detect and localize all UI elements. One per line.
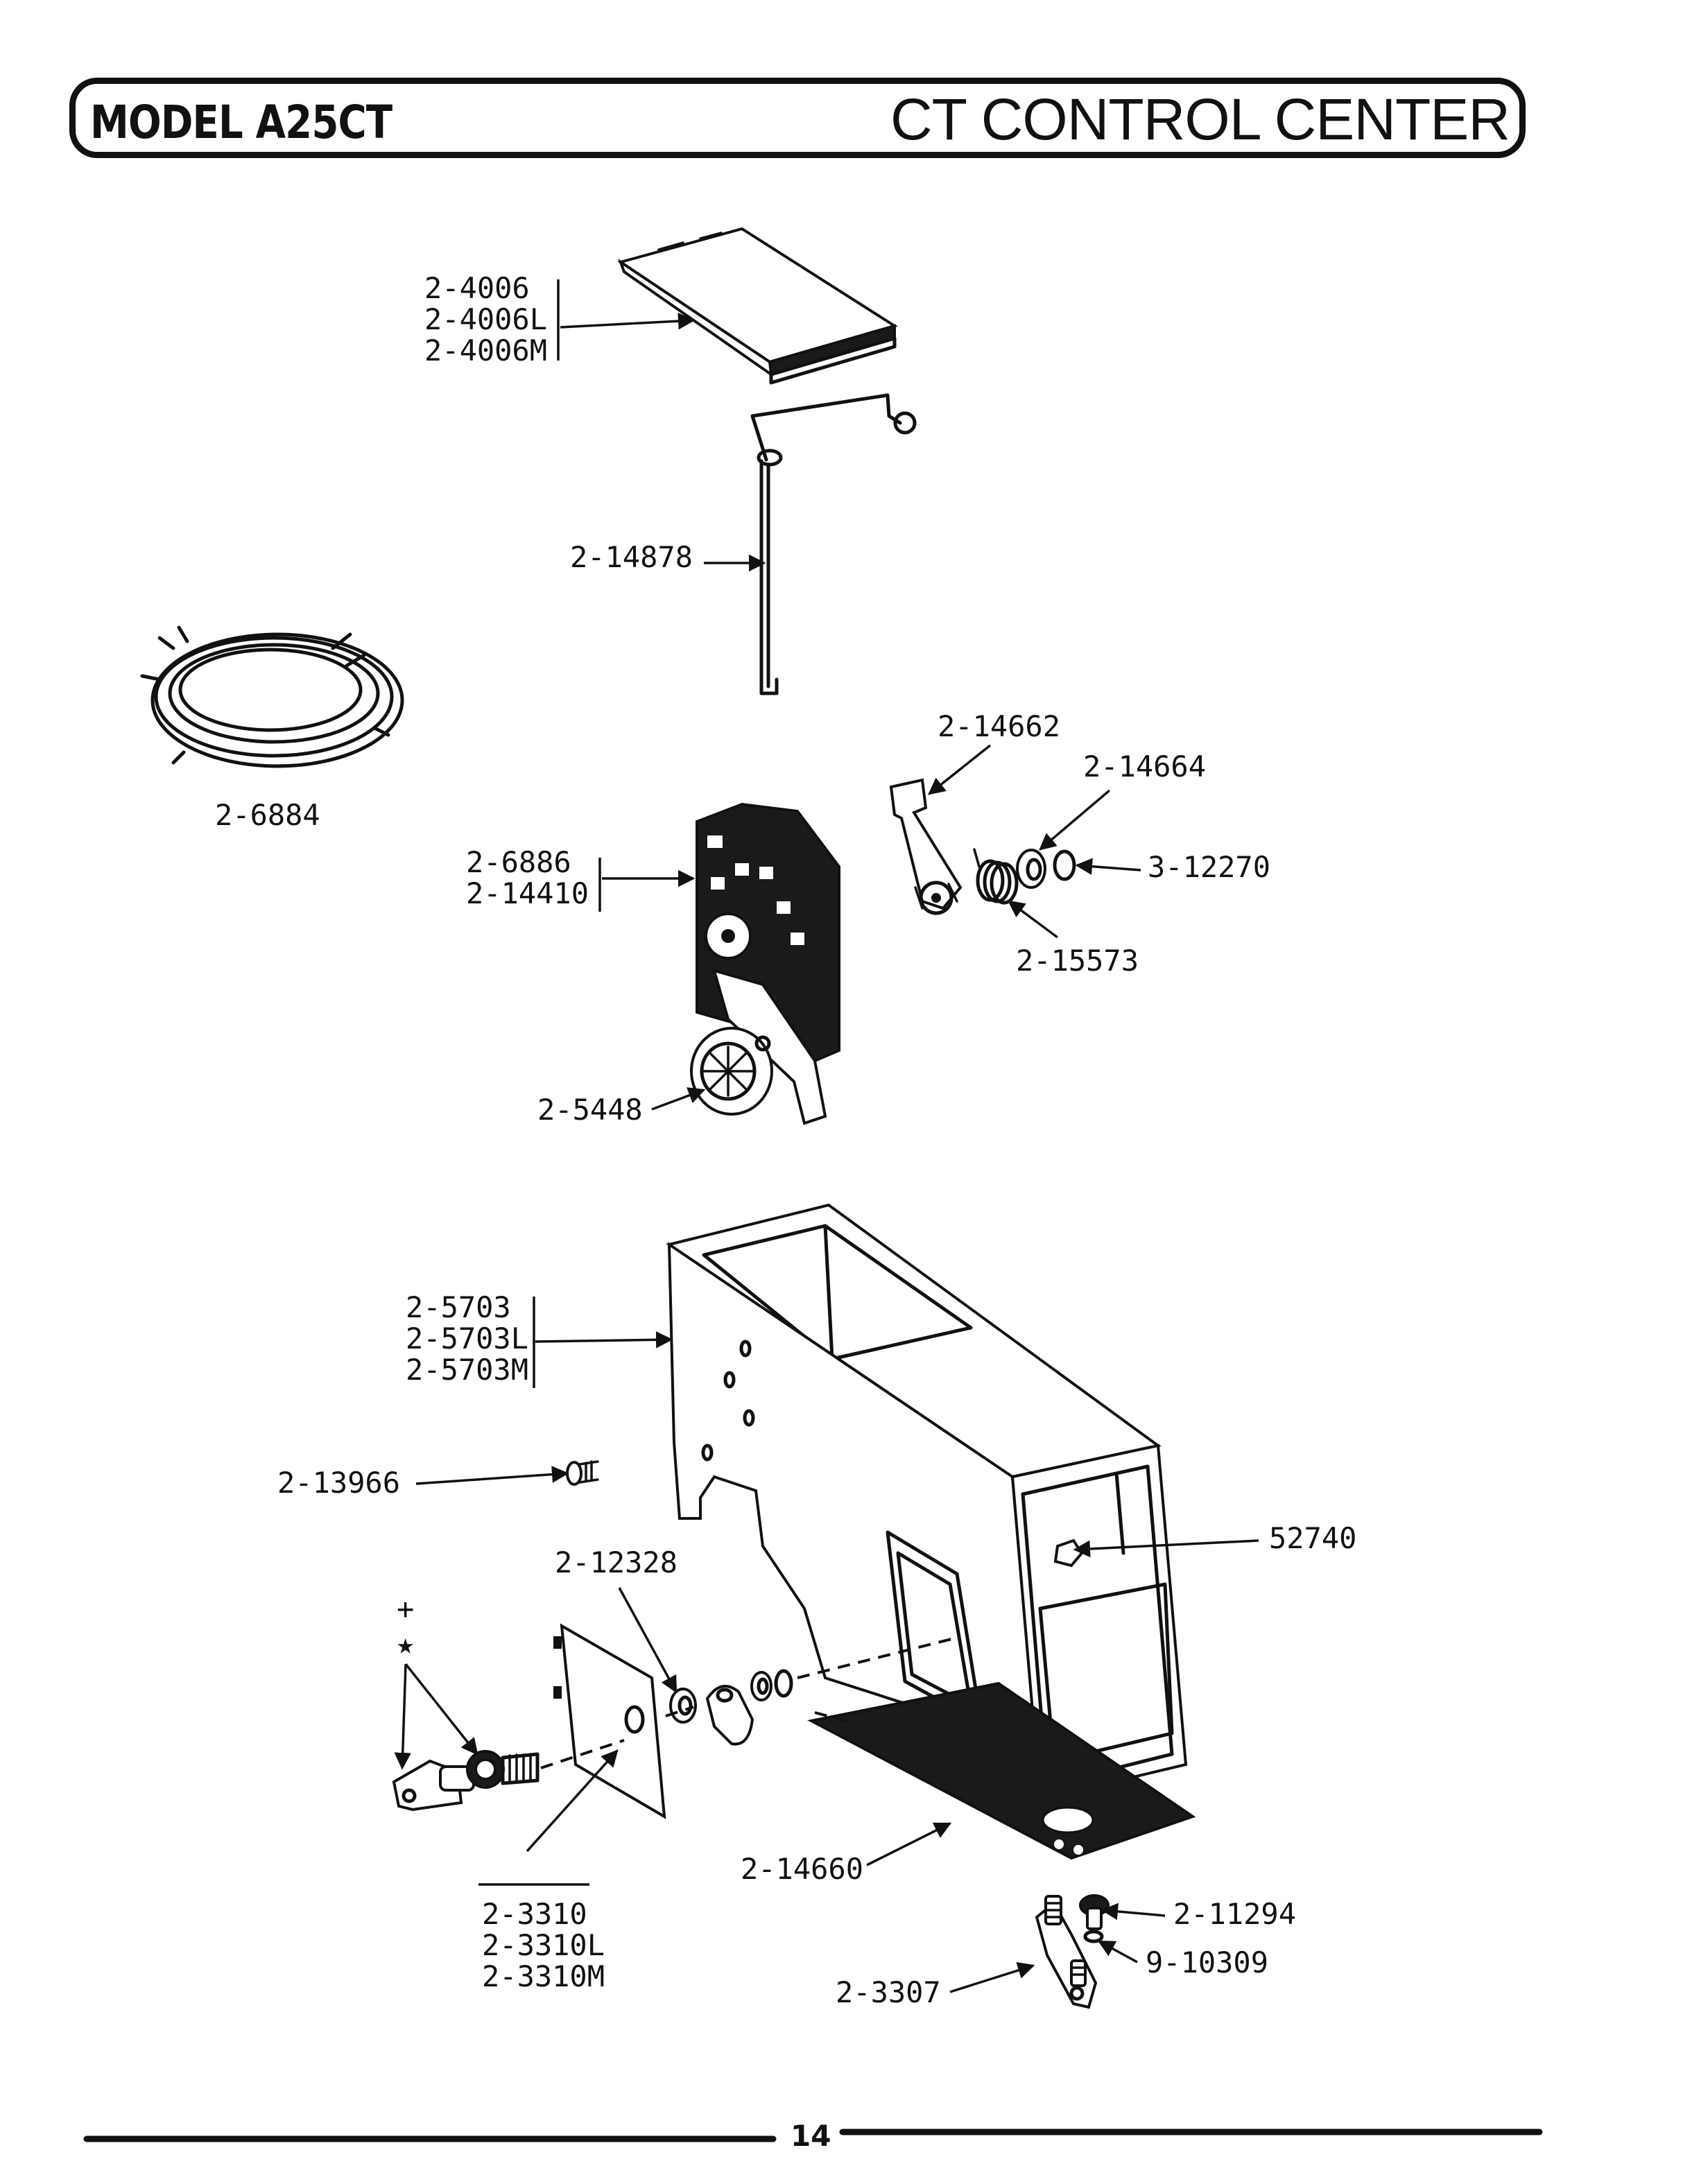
- label-timer-motor: 2-5448: [537, 1093, 643, 1127]
- label-housing-screw: 2-13966: [277, 1466, 400, 1500]
- rod-drawing: [750, 393, 917, 695]
- footer: 14: [83, 2119, 1543, 2153]
- section-title: CT CONTROL CENTER: [890, 87, 1510, 152]
- label-clip: 3-12270: [1148, 850, 1270, 884]
- clip-drawing: [1053, 849, 1076, 881]
- label-escutcheon-1: 2-3310: [482, 1897, 587, 1931]
- timer-drawing: [690, 802, 840, 1125]
- label-lever: 2-14662: [938, 709, 1060, 743]
- spring-drawing: [973, 848, 1019, 905]
- label-escutcheon-3: 2-3310M: [482, 1959, 605, 1993]
- label-mark-star: ★: [397, 1627, 414, 1661]
- label-lockwasher: 9-10309: [1146, 1945, 1268, 1979]
- label-spring: 2-15573: [1016, 944, 1139, 978]
- part-labels: 2-4006 2-4006L 2-4006M 2-14878 2-6884 2-…: [215, 271, 1356, 2009]
- page-number: 14: [791, 2119, 831, 2153]
- label-timer-2: 2-14410: [466, 876, 589, 910]
- label-bushing: 2-12328: [555, 1545, 677, 1579]
- housing-screw-drawing: [566, 1460, 599, 1486]
- label-cover-panel-2: 2-4006L: [424, 302, 547, 336]
- bracket-drawing: [1035, 1894, 1110, 2009]
- label-nut: 52740: [1269, 1521, 1356, 1555]
- cover-panel-drawing: [617, 227, 898, 385]
- label-gasket: 2-14660: [741, 1852, 863, 1886]
- label-washer: 2-14664: [1083, 749, 1206, 783]
- label-housing-1: 2-5703: [406, 1290, 511, 1324]
- label-cover-panel-3: 2-4006M: [424, 333, 547, 367]
- label-cover-panel-1: 2-4006: [424, 271, 530, 305]
- label-housing-3: 2-5703M: [406, 1353, 528, 1387]
- label-bracket: 2-3307: [836, 1975, 941, 2009]
- model-title: MODEL A25CT: [90, 96, 392, 149]
- label-timer-1: 2-6886: [466, 845, 571, 879]
- escutcheon-drawing: [553, 1623, 666, 1819]
- label-rod: 2-14878: [570, 540, 693, 574]
- lever-drawing: [889, 778, 963, 915]
- wire-harness-drawing: [140, 625, 404, 768]
- washer-drawing: [1016, 849, 1046, 889]
- switch-parts-drawing: [392, 1750, 540, 1812]
- header-frame: [69, 78, 1526, 158]
- label-mark-plus: +: [397, 1592, 414, 1626]
- label-wire-harness: 2-6884: [215, 798, 320, 832]
- label-escutcheon-2: 2-3310L: [482, 1928, 605, 1962]
- label-housing-2: 2-5703L: [406, 1321, 528, 1355]
- leader-lines: [394, 279, 1259, 1993]
- label-bracket-screw: 2-11294: [1173, 1897, 1296, 1931]
- alignment-lines: [540, 1636, 958, 1769]
- bushing-drawing: [669, 1669, 793, 1746]
- gasket-drawing: [807, 1681, 1196, 1860]
